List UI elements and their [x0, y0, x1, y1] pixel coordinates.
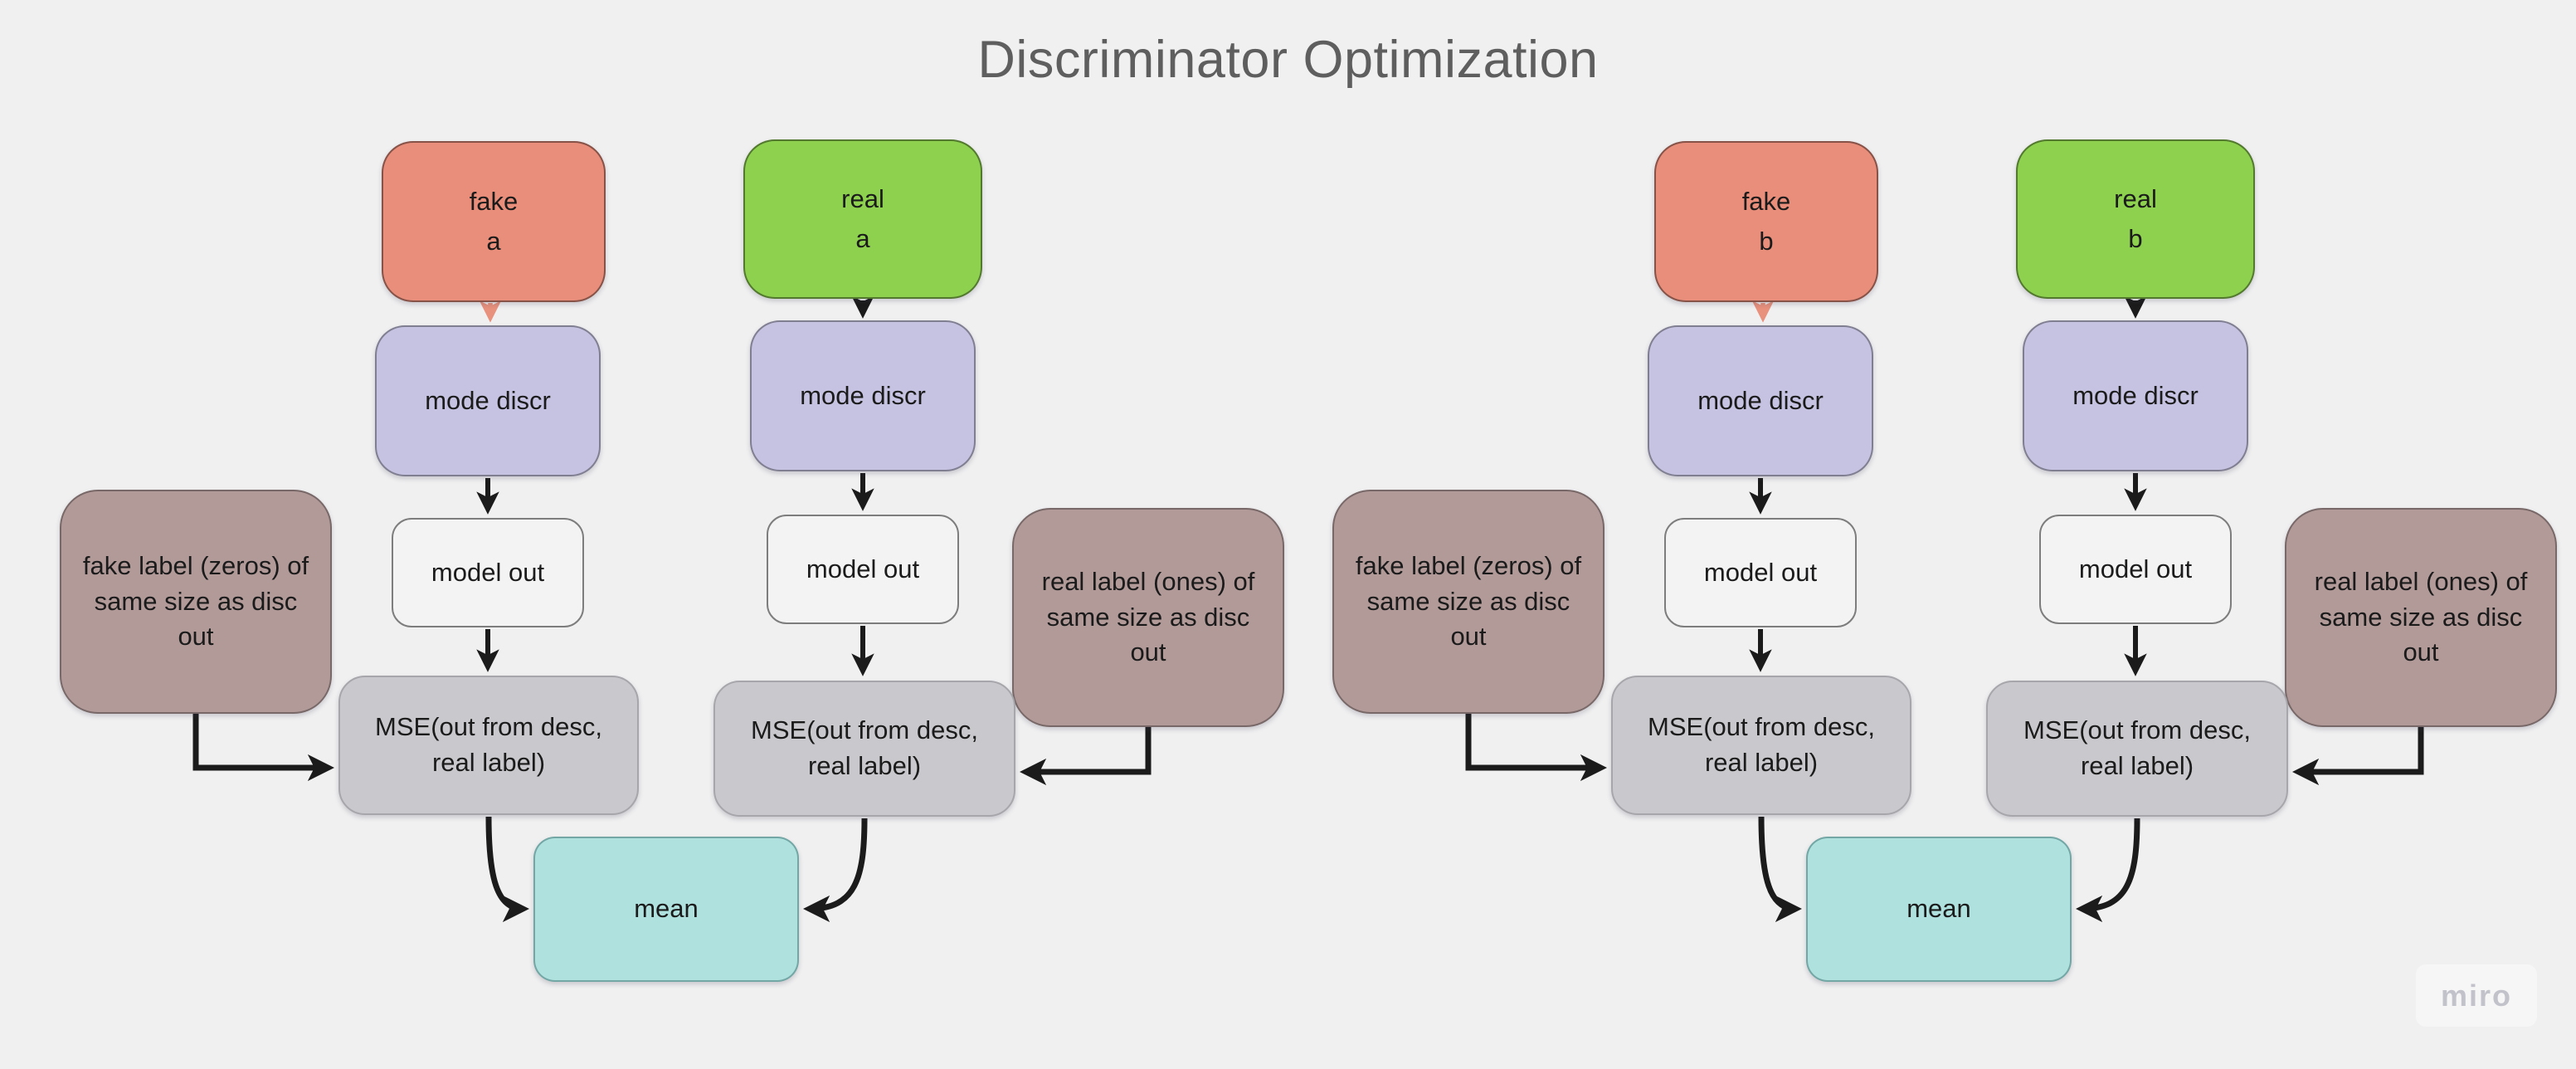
node-label: b	[2128, 224, 2143, 253]
node-mse-real[interactable]: MSE(out from desc, real label)	[1986, 681, 2288, 817]
node-fake-label-zeros[interactable]: fake label (zeros) of same size as disc …	[60, 490, 332, 714]
node-label: model out	[431, 557, 545, 587]
node-label: mean	[1906, 894, 1971, 924]
node-mse-fake[interactable]: MSE(out from desc, real label)	[1611, 676, 1911, 815]
node-label: model out	[1703, 557, 1818, 587]
arrow-mse-real-to-mean	[802, 818, 868, 923]
node-mean[interactable]: mean	[1806, 837, 2072, 982]
arrow-reallabel-to-mse	[1019, 727, 1152, 786]
miro-logo-text: miro	[2440, 978, 2512, 1013]
node-model-out-real[interactable]: model out	[2039, 515, 2232, 624]
node-label: mode discr	[1697, 385, 1824, 415]
node-label: mode discr	[425, 385, 551, 415]
node-label: model out	[806, 554, 920, 583]
node-label: mode discr	[2072, 380, 2199, 410]
node-label: real	[2114, 183, 2157, 213]
node-real-input[interactable]: real a	[743, 139, 982, 299]
node-label: fake	[469, 186, 519, 216]
node-label: model out	[2078, 554, 2193, 583]
miro-watermark: miro	[2416, 964, 2537, 1027]
flowchart-b: fake b real b mode discr mode discr mode…	[1273, 0, 2560, 1069]
arrow-mse-fake-to-mean	[485, 816, 530, 923]
node-mean[interactable]: mean	[533, 837, 799, 982]
node-label: fake label (zeros) of same size as disc …	[82, 550, 309, 652]
node-real-input[interactable]: real b	[2016, 139, 2255, 299]
node-model-out-fake[interactable]: model out	[392, 518, 584, 627]
node-mse-real[interactable]: MSE(out from desc, real label)	[713, 681, 1015, 817]
node-label: fake	[1741, 186, 1791, 216]
node-discriminator-real[interactable]: mode discr	[2023, 320, 2248, 471]
node-discriminator-fake[interactable]: mode discr	[375, 325, 601, 476]
node-model-out-real[interactable]: model out	[767, 515, 959, 624]
node-label: fake label (zeros) of same size as disc …	[1355, 550, 1582, 652]
node-label: MSE(out from desc, real label)	[751, 715, 978, 780]
node-fake-input[interactable]: fake a	[382, 141, 606, 302]
node-mse-fake[interactable]: MSE(out from desc, real label)	[338, 676, 639, 815]
node-label: MSE(out from desc, real label)	[2023, 715, 2251, 780]
node-label: mode discr	[800, 380, 926, 410]
node-label: a	[855, 224, 870, 253]
arrow-set	[192, 295, 1152, 923]
arrow-fakelabel-to-mse	[192, 714, 335, 782]
node-discriminator-real[interactable]: mode discr	[750, 320, 976, 471]
node-label: b	[1759, 227, 1774, 256]
node-real-label-ones[interactable]: real label (ones) of same size as disc o…	[1012, 508, 1284, 727]
node-discriminator-fake[interactable]: mode discr	[1648, 325, 1873, 476]
node-label: mean	[634, 894, 699, 924]
node-model-out-fake[interactable]: model out	[1664, 518, 1857, 627]
node-label: real label (ones) of same size as disc o…	[1041, 566, 1255, 667]
node-label: MSE(out from desc, real label)	[375, 712, 602, 777]
node-label: real	[841, 183, 884, 213]
node-fake-label-zeros[interactable]: fake label (zeros) of same size as disc …	[1332, 490, 1605, 714]
page-title: Discriminator Optimization	[977, 31, 1599, 89]
node-fake-input[interactable]: fake b	[1654, 141, 1878, 302]
node-label: a	[486, 227, 501, 256]
node-real-label-ones[interactable]: real label (ones) of same size as disc o…	[2285, 508, 2557, 727]
node-label: real label (ones) of same size as disc o…	[2314, 566, 2528, 667]
flowchart-a: fake a real a mode discr mode discr mode…	[60, 139, 1284, 982]
node-label: MSE(out from desc, real label)	[1648, 712, 1875, 777]
